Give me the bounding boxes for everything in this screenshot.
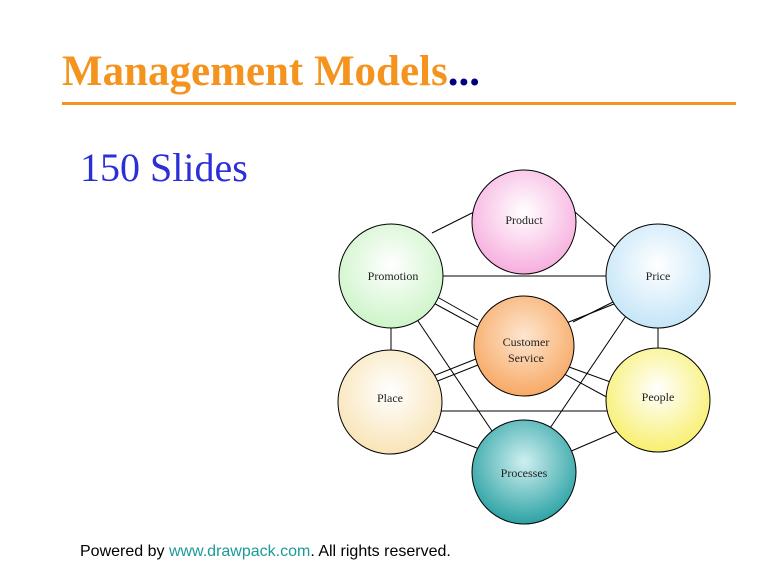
node-customer-service-circle [473,295,575,397]
node-product-circle [471,169,577,275]
node-processes: Processes [471,419,577,525]
connector-people-center [568,366,617,385]
connector-product-price [574,211,617,249]
connector-promotion-processes [411,311,497,438]
footer-prefix: Powered by [80,543,169,560]
node-customer-service-label-line2: Service [508,351,544,365]
connector-promotion-center [431,293,479,321]
node-promotion-label: Promotion [368,269,419,283]
node-promotion-circle [338,223,444,329]
connector-price-center [572,299,618,323]
page-title: Management Models... [62,50,480,93]
node-product: Product [471,169,577,275]
node-people: People [605,347,711,453]
node-customer-service-label-line1: Customer [503,335,550,349]
node-people-label: People [642,390,675,404]
node-price-label: Price [646,269,671,283]
node-place-circle [337,349,443,455]
node-product-label: Product [505,213,543,227]
title-underline [62,102,736,105]
connector-place-processes [424,427,483,451]
connector-product-promotion [431,211,475,234]
node-promotion: Promotion [338,223,444,329]
node-price-circle [605,223,711,329]
page-title-text: Management Models [62,48,448,95]
connector-lines [390,211,659,453]
subtitle: 150 Slides [80,145,248,190]
node-processes-label: Processes [501,466,548,480]
node-people-circle [605,347,711,453]
node-customer-service: Customer Service [473,295,575,397]
connector-people-processes [568,427,626,453]
page-title-dots: ... [447,48,480,95]
footer-suffix: . All rights reserved. [310,543,451,560]
footer: Powered by www.drawpack.com. All rights … [80,543,451,561]
node-price: Price [605,223,711,329]
node-place-label: Place [377,391,403,405]
footer-link[interactable]: www.drawpack.com [168,543,311,560]
node-place: Place [337,349,443,455]
title-block: Management Models... [62,48,736,106]
connector-price-processes [543,309,631,438]
node-processes-circle [471,419,577,525]
